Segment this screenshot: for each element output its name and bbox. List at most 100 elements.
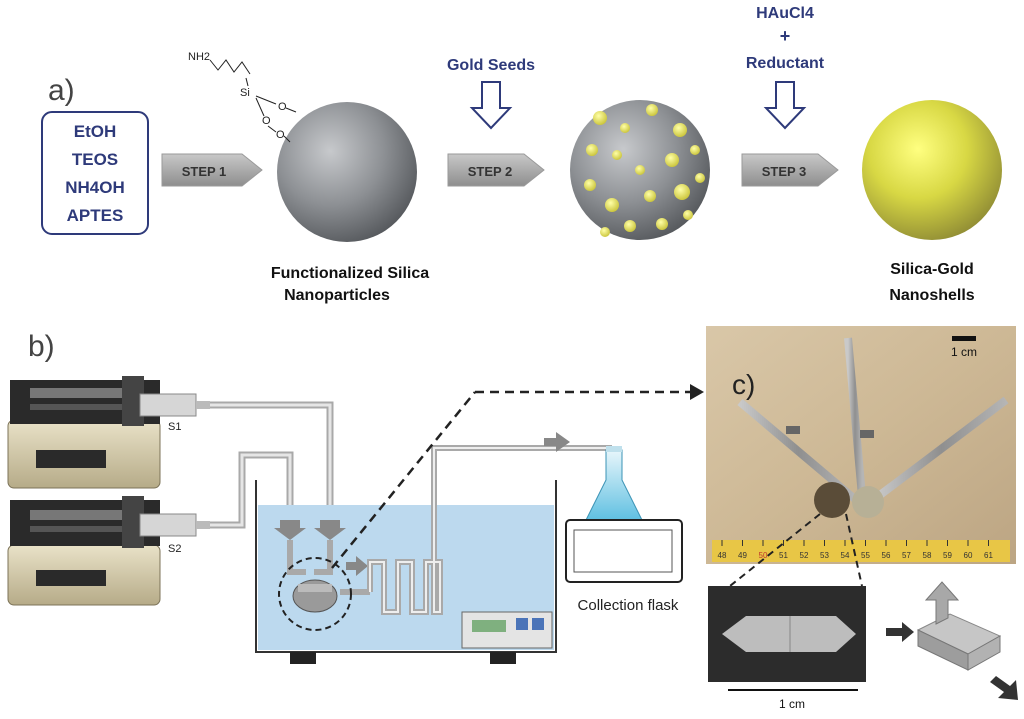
controller-display	[472, 620, 506, 632]
step3-label: STEP 3	[762, 164, 807, 179]
ruler-number: 52	[800, 551, 809, 560]
si-label: Si	[240, 87, 250, 99]
scale-label-top: 1 cm	[951, 345, 977, 359]
panel-b-label: b)	[28, 330, 55, 363]
syringe-pump-1	[7, 376, 210, 489]
gold-seed	[695, 173, 705, 183]
o-label-2: O	[262, 115, 271, 127]
gold-seed	[624, 220, 636, 232]
flow-arrow-down-1	[274, 520, 306, 540]
syringe-pump-2	[7, 496, 210, 606]
gold-seed	[673, 123, 687, 137]
gold-seed	[646, 104, 658, 116]
step2-arrow	[447, 153, 545, 187]
nanoshell-sphere	[862, 100, 1002, 240]
ruler	[712, 540, 1010, 562]
o-label-3: O	[276, 129, 285, 141]
nanoshells-label-2: Nanoshells	[889, 287, 974, 304]
syringe-2-label: S2	[168, 543, 181, 555]
gold-seed	[620, 123, 630, 133]
gold-seed	[612, 150, 622, 160]
collection-flask	[583, 449, 645, 525]
reagent-box	[41, 111, 149, 235]
chain-bond-6	[283, 135, 291, 143]
chip-inlet-arrow	[886, 622, 914, 642]
ruler-number: 54	[841, 551, 850, 560]
ruler-number: 53	[820, 551, 829, 560]
panel-a-label: a)	[48, 74, 75, 107]
ruler-number: 55	[861, 551, 870, 560]
gold-seed	[665, 153, 679, 167]
ruler-number: 48	[718, 551, 727, 560]
flow-arrow-right-1	[346, 556, 368, 576]
scale-bar-top	[952, 336, 976, 341]
ruler-ticks: 48 49 50 51 52 53 54 55 56 57 58 59 60 61	[718, 540, 993, 560]
gold-seed	[635, 165, 645, 175]
gold-seed	[586, 144, 598, 156]
ruler-number: 60	[964, 551, 973, 560]
ruler-number: 51	[779, 551, 788, 560]
gold-seed	[605, 198, 619, 212]
functionalized-label-1: Functionalized Silica	[271, 265, 429, 282]
step1-label: STEP 1	[182, 164, 227, 179]
controller-button-2	[532, 618, 544, 630]
flow-arrow-right-2	[544, 432, 570, 452]
aptes-chain	[209, 59, 251, 75]
o-label-1: O	[278, 101, 287, 113]
nh2-label: NH2	[188, 51, 210, 63]
step1-arrow	[161, 153, 263, 187]
scale-label-bottom: 1 cm	[779, 697, 805, 711]
reagent-aptes: APTES	[67, 206, 124, 225]
chip-3d-schematic	[916, 581, 1002, 671]
ruler-number: 59	[943, 551, 952, 560]
step2-label: STEP 2	[468, 164, 513, 179]
gold-seed	[683, 210, 693, 220]
controller-button-1	[516, 618, 528, 630]
gold-seeds-arrow	[469, 81, 513, 130]
gold-seed	[690, 145, 700, 155]
syringe-1-label: S1	[168, 421, 181, 433]
panel-c-label: c)	[732, 369, 755, 400]
ruler-number: 58	[923, 551, 932, 560]
gold-seed	[644, 190, 656, 202]
chain-bond-4	[267, 125, 277, 133]
silica-sphere	[277, 102, 417, 242]
step3-arrow	[741, 153, 839, 187]
dashed-pointer-line	[331, 391, 476, 569]
ruler-number: 49	[738, 551, 747, 560]
functionalized-label-2: Nanoparticles	[284, 287, 390, 304]
dashed-pointer-arrowhead	[690, 384, 704, 400]
chip-outlet-arrow	[990, 676, 1018, 700]
gold-seed	[674, 184, 690, 200]
nanoshells-label-1: Silica-Gold	[890, 261, 974, 278]
gold-seeds	[584, 104, 705, 237]
gold-seeds-label: Gold Seeds	[447, 57, 535, 74]
ruler-number: 50	[759, 551, 768, 560]
gold-seed	[656, 218, 668, 230]
bath-container	[255, 480, 557, 653]
chain-bond-1	[245, 77, 249, 87]
ruler-number: 61	[984, 551, 993, 560]
gold-seed	[593, 111, 607, 125]
inset-pointer-right	[845, 513, 863, 587]
haucl4-label: HAuCl4	[756, 5, 814, 22]
chip-channel	[722, 616, 856, 652]
gold-seed	[600, 227, 610, 237]
ruler-number: 56	[882, 551, 891, 560]
reagent-nh4oh: NH4OH	[65, 178, 125, 197]
chain-bond-2	[255, 95, 277, 105]
inset-pointer-left	[729, 513, 821, 587]
ruler-number: 57	[902, 551, 911, 560]
reductant-label: Reductant	[746, 55, 825, 72]
bath-foot-left	[290, 652, 316, 664]
gold-seed	[584, 179, 596, 191]
mixer-highlight-circle	[278, 557, 352, 631]
collection-flask-label: Collection flask	[578, 597, 679, 614]
reductant-arrow	[763, 81, 807, 130]
mixer-part-light	[852, 486, 884, 518]
mixer-part-dark	[814, 482, 850, 518]
bath-foot-right	[490, 652, 516, 664]
chain-bond-3	[255, 97, 265, 117]
